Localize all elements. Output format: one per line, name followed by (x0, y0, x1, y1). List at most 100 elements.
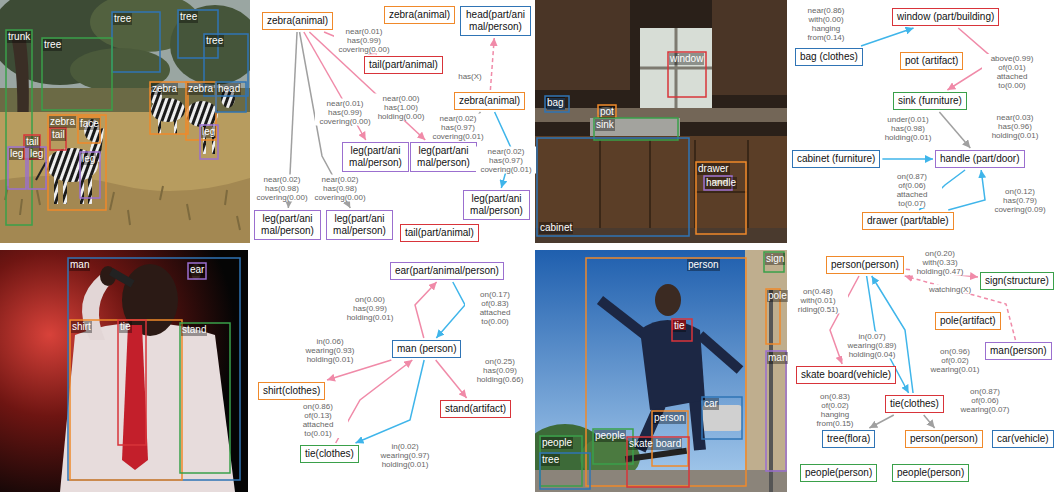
relation-arrow (436, 282, 465, 338)
node-label: man(person) (990, 345, 1047, 357)
node-label: ear(part/animal/person) (395, 265, 499, 277)
scene-graph-node: leg(part/animal/person) (254, 210, 321, 240)
kitchen-photo (597, 107, 615, 117)
relation-label: near(0.02) has(0.98) covering(0.00) (310, 175, 370, 202)
relation-label: on(0.17) of(0.83) attached to(0.00) (465, 290, 525, 326)
scene-graph-node: tail(part/animal) (364, 56, 443, 74)
scene-graph-node: stand(artifact) (440, 400, 511, 418)
relation-arrow (356, 360, 425, 443)
relation-label: watching(X) (928, 285, 972, 294)
bounding-box (50, 128, 66, 150)
bounding-box (540, 453, 590, 489)
savanna-photo (63, 176, 67, 204)
scene-graph-node: tie(clothes) (885, 395, 944, 413)
node-label: tie(clothes) (305, 448, 354, 460)
object-label: pole (767, 290, 788, 302)
kitchen-photo (535, 136, 787, 243)
object-label: sink (595, 119, 615, 131)
object-label: zebra (49, 116, 76, 128)
object-label: tie (119, 321, 132, 333)
bounding-box (180, 323, 230, 473)
object-label: tail (51, 129, 66, 141)
scene-graph-node: zebra(animal) (384, 6, 455, 24)
node-label: people(person) (805, 467, 872, 479)
node-label: zebra(animal) (267, 15, 328, 27)
relation-label: above(0.99) of(0.01) attached to(0.00) (982, 54, 1042, 90)
bounding-box (78, 117, 100, 143)
relation-label: on(0.00) has(0.99) holding(0.01) (340, 295, 400, 322)
scene-graph-node: bag (clothes) (795, 48, 863, 66)
bounding-box (545, 96, 569, 112)
relation-arrow (436, 360, 467, 398)
savanna-photo (54, 176, 58, 204)
kitchen-photo (600, 140, 748, 240)
object-label: sign (765, 253, 785, 265)
savanna-photo (0, 176, 250, 243)
skater-photo (769, 290, 773, 492)
bounding-box (537, 138, 689, 236)
object-label: shirt (71, 321, 92, 333)
node-label: pole(artifact) (940, 315, 996, 327)
scene-graph-node: shirt(clothes) (258, 382, 325, 400)
bounding-box (68, 258, 240, 480)
bounding-boxes (6, 10, 786, 489)
relation-arrow (939, 112, 970, 148)
relation-label: near(0.86) with(0.00) hanging from(0.14) (796, 6, 856, 42)
relation-label: on(0.25) has(0.09) holding(0.66) (470, 357, 530, 384)
skater-photo (600, 300, 645, 335)
scene-graph-node: skate board(vehicle) (796, 366, 896, 384)
savanna-photo (0, 0, 250, 243)
scene-graph-node: leg(part/animal/person) (342, 142, 409, 172)
relation-label: under(0.01) has(0.98) holding(0.01) (878, 115, 938, 142)
node-label: window (part/building) (897, 11, 994, 23)
skater-photo (535, 250, 787, 492)
scene-graph-node: car(vehicle) (992, 430, 1054, 448)
node-label: leg(part/animal/person) (468, 193, 525, 217)
savanna-photo (158, 118, 161, 134)
object-label: bag (546, 97, 565, 109)
scene-graph-node: zebra(animal) (454, 92, 525, 110)
relation-label: on(0.87) of(0.06) attached to(0.07) (882, 172, 942, 208)
node-label: sign(structure) (985, 275, 1049, 287)
bounding-box (586, 258, 746, 486)
scene-graph-node: leg(part/animal/person) (410, 142, 477, 172)
relation-label: near(0.02) has(0.97) covering(0.01) (428, 114, 488, 141)
object-label: tie (673, 320, 686, 332)
node-label: leg(part/animal/person) (259, 213, 316, 237)
node-label: leg(part/animal/person) (347, 145, 404, 169)
object-label: zebra (151, 83, 178, 95)
node-label: tie(clothes) (890, 398, 939, 410)
bounding-box (672, 319, 692, 341)
skater-photo (700, 335, 740, 370)
node-label: leg(part/animal/person) (331, 213, 388, 237)
scene-graph-node: pot (artifact) (900, 52, 963, 70)
bounding-box (766, 351, 786, 471)
relation-arrow (924, 415, 935, 428)
node-label: shirt(clothes) (263, 385, 320, 397)
kitchen-photo (590, 118, 680, 136)
scene-graph-node: leg(part/animal/person) (463, 190, 530, 220)
relation-arrow (948, 170, 985, 210)
relation-arrow (490, 38, 494, 90)
node-label: car(vehicle) (997, 433, 1049, 445)
scene-graph-node: people(person) (800, 464, 877, 482)
node-label: pot (artifact) (905, 55, 958, 67)
bounding-box (28, 147, 46, 189)
object-label: man (767, 352, 788, 364)
savanna-photo (186, 101, 218, 127)
scene-graph-node: drawer (part/table) (862, 212, 954, 230)
kitchen-photo (535, 0, 787, 243)
object-label: face (79, 118, 100, 130)
object-label: stand (181, 324, 207, 336)
object-label: tree (179, 11, 198, 23)
relation-arrow (882, 158, 933, 160)
scene-graph-node: person(person) (905, 430, 983, 448)
object-label: leg (81, 153, 96, 165)
node-label: tail(part/animal) (369, 59, 438, 71)
relation-label: on(0.86) of(0.13) attached to(0.01) (288, 402, 348, 438)
kitchen-photo (535, 0, 630, 90)
relation-label: on(0.87) of(0.06) wearing(0.07) (955, 387, 1015, 414)
object-label: tree (205, 35, 224, 47)
